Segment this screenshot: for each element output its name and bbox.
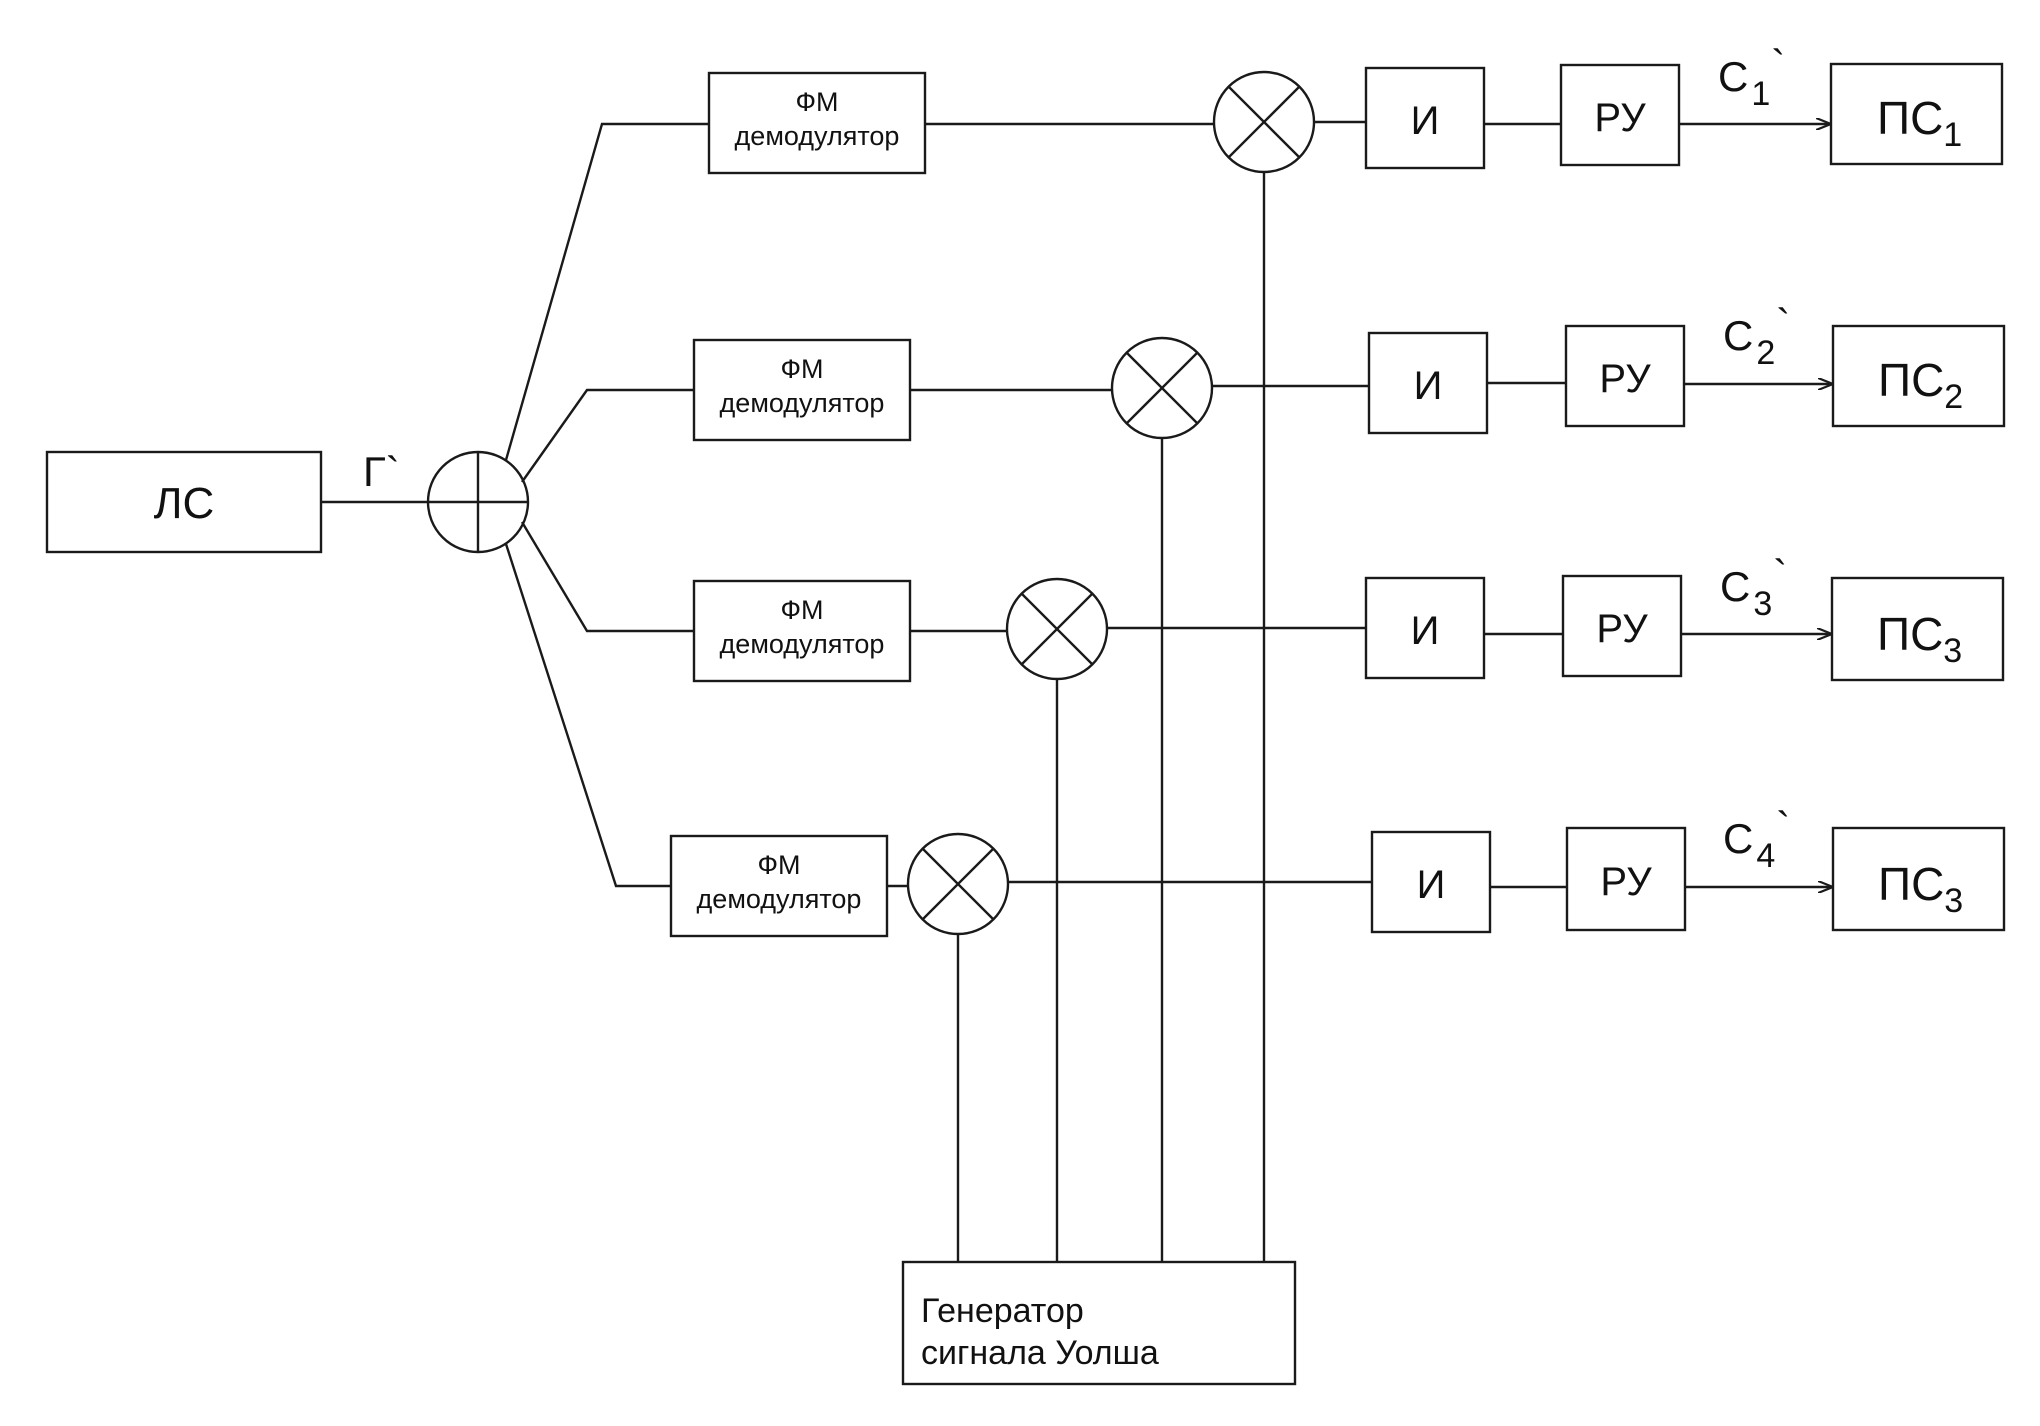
decision-device-label: РУ xyxy=(1596,607,1648,651)
input-signal-label: Г` xyxy=(363,448,400,495)
integrator-label: И xyxy=(1414,364,1443,408)
pm-demodulator-label-top: ФМ xyxy=(780,354,823,384)
multiplier-node-3 xyxy=(1005,577,1109,681)
pm-demodulator-label-bottom: демодулятор xyxy=(720,629,885,659)
walsh-generator-block: Генератор сигнала Уолша xyxy=(901,1260,1297,1386)
branch-wire-4 xyxy=(504,543,671,888)
channel-1: ФМ демодулятор И РУ C1` ПС1 xyxy=(707,41,2004,175)
multiplier-node-1 xyxy=(1212,70,1316,174)
splitter-node xyxy=(426,450,530,554)
integrator-label: И xyxy=(1411,609,1440,653)
output-signal-label-1: C1` xyxy=(1718,41,1785,113)
branch-wire-1 xyxy=(504,122,709,461)
pm-demodulator-4: ФМ демодулятор xyxy=(669,834,889,938)
receiver-block-2: ПС2 xyxy=(1831,324,2006,428)
channel-4: ФМ демодулятор И РУ C4` ПС3 xyxy=(669,803,2006,938)
channel-3: ФМ демодулятор И РУ C3` ПС3 xyxy=(692,551,2005,683)
line-source-block: ЛС xyxy=(45,450,323,554)
receiver-label-2: ПС2 xyxy=(1878,354,1963,416)
walsh-generator-label-top: Генератор xyxy=(921,1292,1084,1330)
channel-2: ФМ демодулятор И РУ C2` ПС2 xyxy=(692,300,2006,442)
decision-device-label: РУ xyxy=(1599,357,1651,401)
pm-demodulator-label-bottom: демодулятор xyxy=(720,388,885,418)
pm-demodulator-label-top: ФМ xyxy=(757,850,800,880)
branch-wire-3 xyxy=(520,521,694,633)
integrator-label: И xyxy=(1411,99,1440,143)
integrator-1: И xyxy=(1364,66,1486,170)
output-signal-label-4: C4` xyxy=(1723,803,1790,875)
integrator-3: И xyxy=(1364,576,1486,680)
receiver-block-3: ПС3 xyxy=(1830,576,2005,682)
pm-demodulator-label-top: ФМ xyxy=(780,595,823,625)
line-source-label: ЛС xyxy=(154,479,215,528)
integrator-4: И xyxy=(1370,830,1492,934)
output-signal-label-3: C3` xyxy=(1720,551,1787,623)
walsh-generator-label-bottom: сигнала Уолша xyxy=(921,1334,1159,1372)
decision-device-4: РУ xyxy=(1565,826,1687,932)
decision-device-1: РУ xyxy=(1559,63,1681,167)
multiplier-node-4 xyxy=(906,832,1010,936)
branch-wire-2 xyxy=(521,388,694,483)
pm-demodulator-label-bottom: демодулятор xyxy=(735,121,900,151)
multiplier-node-2 xyxy=(1110,336,1214,440)
integrator-label: И xyxy=(1417,863,1446,907)
pm-demodulator-label-top: ФМ xyxy=(795,87,838,117)
receiver-label-4: ПС3 xyxy=(1878,858,1963,920)
pm-demodulator-2: ФМ демодулятор xyxy=(692,338,912,442)
pm-demodulator-1: ФМ демодулятор xyxy=(707,71,927,175)
decision-device-label: РУ xyxy=(1600,860,1652,904)
pm-demodulator-3: ФМ демодулятор xyxy=(692,579,912,683)
receiver-block-4: ПС3 xyxy=(1831,826,2006,932)
output-signal-label-2: C2` xyxy=(1723,300,1790,372)
decision-device-2: РУ xyxy=(1564,324,1686,428)
receiver-label-1: ПС1 xyxy=(1877,92,1962,154)
integrator-2: И xyxy=(1367,331,1489,435)
decision-device-label: РУ xyxy=(1594,96,1646,140)
receiver-label-3: ПС3 xyxy=(1877,608,1962,670)
pm-demodulator-label-bottom: демодулятор xyxy=(697,884,862,914)
receiver-block-1: ПС1 xyxy=(1829,62,2004,166)
decision-device-3: РУ xyxy=(1561,574,1683,678)
